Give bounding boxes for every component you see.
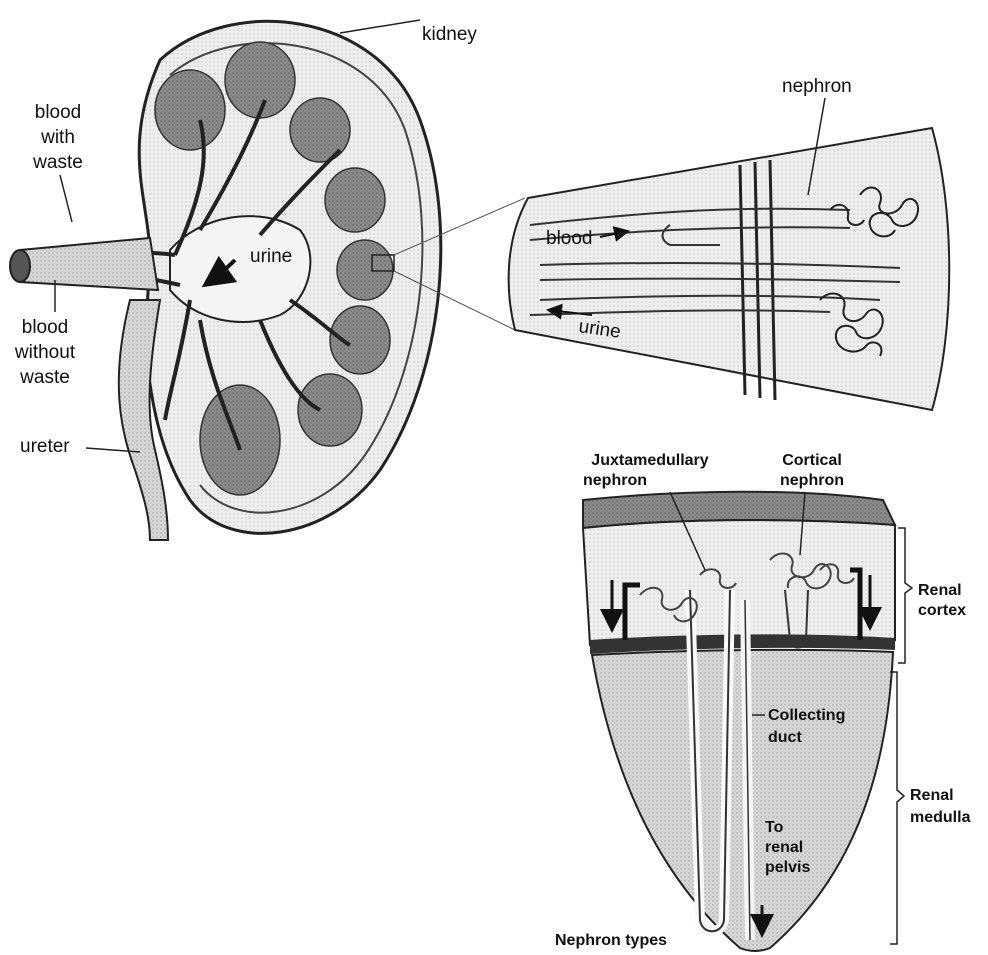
cortical-label-1: Cortical bbox=[782, 452, 842, 469]
nephron-panel bbox=[509, 128, 950, 410]
nephron-types-caption: Nephron types bbox=[555, 932, 667, 949]
to-renal-pelvis-label-1: To bbox=[765, 819, 784, 836]
renal-pelvis bbox=[170, 216, 310, 322]
kidney-illustration bbox=[10, 21, 441, 540]
renal-medulla-label-2: medulla bbox=[910, 809, 971, 826]
kidney-label: kidney bbox=[422, 24, 477, 45]
ureter-label: ureter bbox=[20, 436, 70, 457]
blood-with-waste-label-2: with bbox=[40, 127, 75, 148]
blood-with-waste-label-3: waste bbox=[32, 152, 83, 173]
renal-medulla-label-1: Renal bbox=[910, 787, 954, 804]
juxtamedullary-label-1: Juxtamedullary bbox=[591, 452, 708, 469]
nephron-types-diagram: Juxtamedullary nephron Cortical nephron … bbox=[555, 452, 971, 951]
to-renal-pelvis-label-2: renal bbox=[765, 839, 803, 856]
nephron-label: nephron bbox=[782, 76, 852, 97]
juxtamedullary-label-2: nephron bbox=[583, 472, 647, 489]
blood-without-waste-label-3: waste bbox=[19, 367, 70, 388]
cortical-label-2: nephron bbox=[780, 472, 844, 489]
blood-without-waste-label-2: without bbox=[14, 342, 76, 363]
collecting-duct-label-1: Collecting bbox=[768, 707, 845, 724]
kidney-urine-label: urine bbox=[250, 246, 292, 267]
to-renal-pelvis-label-3: pelvis bbox=[765, 859, 810, 876]
nephron-enlargement: nephron blood urine bbox=[394, 76, 949, 410]
blood-without-waste-label-1: blood bbox=[22, 317, 69, 338]
blood-with-waste-label-1: blood bbox=[35, 102, 82, 123]
renal-cortex-label-1: Renal bbox=[918, 582, 962, 599]
renal-cortex-label-2: cortex bbox=[918, 602, 966, 619]
renal-vein-artery-tube bbox=[20, 238, 158, 290]
collecting-duct-label-2: duct bbox=[768, 729, 802, 746]
nephron-blood-label: blood bbox=[546, 228, 593, 249]
